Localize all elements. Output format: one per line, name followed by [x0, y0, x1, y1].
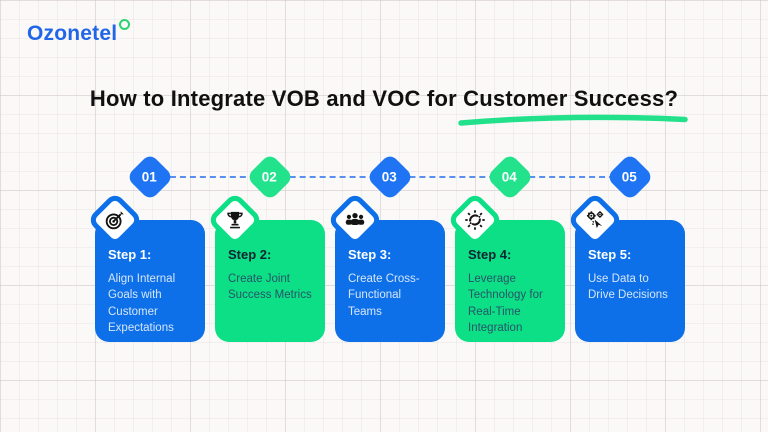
step-number: 05	[622, 169, 638, 185]
logo-ring-icon	[119, 19, 131, 30]
page-title: How to Integrate VOB and VOC for Custome…	[89, 86, 679, 111]
step-card: Step 3: Create Cross-Functional Teams	[335, 220, 445, 342]
step-icon-badge	[566, 191, 624, 249]
step-number-badge: 04	[485, 152, 535, 202]
step-heading: Step 2:	[228, 247, 272, 262]
step-number-badge: 01	[125, 152, 175, 202]
step-icon-badge	[86, 191, 144, 249]
target-icon	[104, 209, 126, 231]
automation-gears-icon	[584, 209, 606, 231]
step-card: Step 1: Align Internal Goals with Custom…	[95, 220, 205, 342]
step-number: 03	[382, 169, 398, 185]
step-description: Create Joint Success Metrics	[228, 273, 312, 302]
step-number: 02	[262, 169, 278, 185]
team-icon	[344, 209, 366, 231]
step-icon-badge	[446, 191, 504, 249]
step-description: Use Data to Drive Decisions	[588, 273, 668, 302]
sync-gear-icon	[464, 209, 486, 231]
logo-text: Ozonetel	[27, 22, 118, 45]
trophy-icon	[224, 209, 246, 231]
step-description: Leverage Technology for Real-Time Integr…	[468, 273, 543, 334]
step-icon-badge	[326, 191, 384, 249]
step-description: Align Internal Goals with Customer Expec…	[108, 273, 176, 334]
step-heading: Step 3:	[348, 247, 392, 262]
step-number-badge: 03	[365, 152, 415, 202]
step-heading: Step 4:	[468, 247, 512, 262]
step-description: Create Cross-Functional Teams	[348, 273, 420, 318]
step-number-badge: 02	[245, 152, 295, 202]
step-number-badge: 05	[605, 152, 655, 202]
step-number: 04	[502, 169, 518, 185]
step-number: 01	[142, 169, 158, 185]
step-icon-badge	[206, 191, 264, 249]
logo: Ozonetel	[27, 19, 131, 46]
step-heading: Step 1:	[108, 247, 152, 262]
title-underline-swoosh	[458, 114, 688, 126]
step-heading: Step 5:	[588, 247, 632, 262]
